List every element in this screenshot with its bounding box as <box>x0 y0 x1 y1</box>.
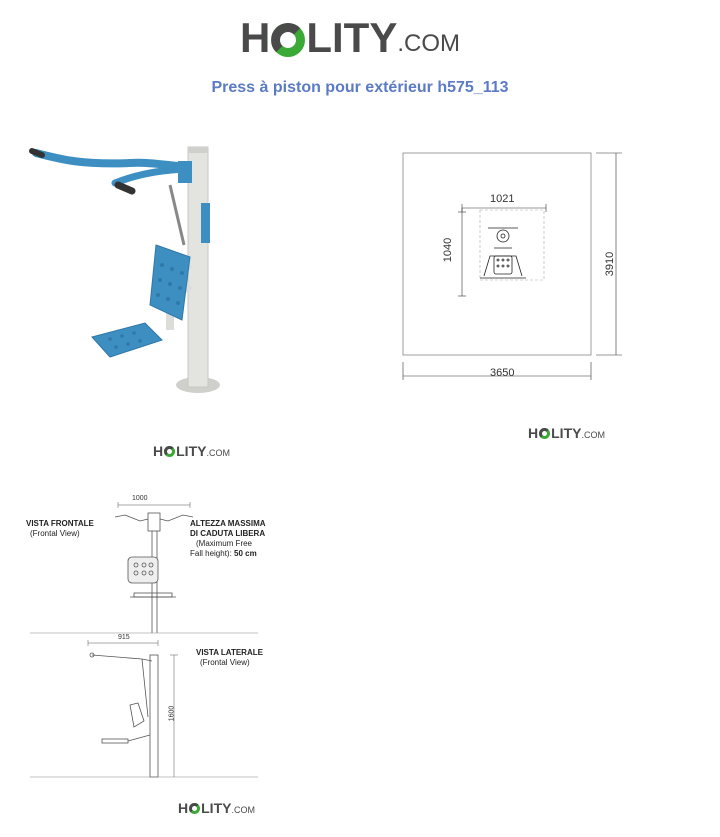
dim-outer-height: 3910 <box>604 251 617 277</box>
drawing-logo: H LITY .COM <box>178 800 255 816</box>
product-render-image <box>29 146 220 393</box>
logo-letters-lity: LITY <box>551 425 582 441</box>
plan-drawing <box>402 152 622 380</box>
logo-letter-h: H <box>528 425 539 441</box>
header-logo: H LITY .COM <box>240 14 461 62</box>
front-view-title: VISTA FRONTALE <box>26 519 94 528</box>
logo-suffix: .COM <box>206 448 230 458</box>
side-view-title: VISTA LATERALE <box>196 648 263 657</box>
logo-o-icon <box>271 23 306 57</box>
dim-inner-height: 1040 <box>442 237 455 263</box>
logo-letter-h: H <box>153 443 164 459</box>
product-title: Press à piston pour extérieur h575_113 <box>211 79 509 96</box>
logo-letter-h: H <box>178 800 189 816</box>
fall-height-prefix: Fall height): <box>190 549 235 558</box>
photo-logo: H LITY .COM <box>153 443 230 459</box>
technical-views-drawing <box>30 502 258 778</box>
side-view-label: VISTA LATERALE (Frontal View) <box>196 648 263 668</box>
dim-inner-width: 1021 <box>490 193 515 205</box>
plan-logo: H LITY .COM <box>528 425 605 441</box>
side-width-dim: 915 <box>118 634 130 641</box>
logo-letter-h: H <box>240 14 271 61</box>
front-view-label: VISTA FRONTALE (Frontal View) <box>26 519 94 539</box>
logo-letters-lity: LITY <box>201 800 232 816</box>
logo-o-icon <box>164 446 176 457</box>
logo-letters-lity: LITY <box>306 14 398 61</box>
fall-height-title-1: ALTEZZA MASSIMA <box>190 519 266 528</box>
side-height-dim: 1600 <box>168 705 176 722</box>
fall-height-label: ALTEZZA MASSIMA DI CADUTA LIBERA (Maximu… <box>190 519 266 559</box>
side-view-subtitle: (Frontal View) <box>200 658 250 667</box>
fall-height-title-2: DI CADUTA LIBERA <box>190 529 266 538</box>
fall-height-value: 50 cm <box>234 549 257 558</box>
front-view-subtitle: (Frontal View) <box>30 529 80 538</box>
dim-outer-width: 3650 <box>490 367 515 379</box>
logo-o-icon <box>539 428 551 439</box>
logo-suffix: .COM <box>397 30 461 57</box>
logo-letters-lity: LITY <box>176 443 207 459</box>
fall-height-sub-2: Fall height): 50 cm <box>190 549 266 559</box>
logo-suffix: .COM <box>231 805 255 815</box>
logo-suffix: .COM <box>581 430 605 440</box>
logo-o-icon <box>189 803 201 814</box>
front-width-dim: 1000 <box>132 495 148 502</box>
fall-height-sub-1: (Maximum Free <box>196 539 253 548</box>
